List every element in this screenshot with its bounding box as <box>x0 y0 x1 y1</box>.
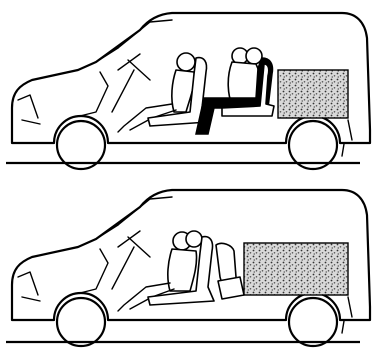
front-grille-2 <box>18 272 40 301</box>
steering-wheel <box>112 54 150 112</box>
cargo-area <box>278 70 348 118</box>
front-wheel <box>57 121 105 169</box>
rear-seat-folded-cushion <box>218 277 244 299</box>
front-grille <box>18 95 40 124</box>
panel-rear-seat-upright <box>6 13 370 169</box>
front-wheel-2 <box>57 298 105 346</box>
cargo-area-extended <box>244 243 348 295</box>
rear-wheel <box>289 121 337 169</box>
panel-rear-seat-folded <box>6 190 370 346</box>
roof-line <box>96 48 118 62</box>
rear-bumper <box>342 120 352 156</box>
roof-line-2 <box>96 225 118 239</box>
dashboard <box>80 72 108 116</box>
dashboard-2 <box>80 249 108 293</box>
rear-bumper-2 <box>342 297 352 333</box>
rear-wheel-2 <box>289 298 337 346</box>
steering-wheel-2 <box>112 231 150 289</box>
